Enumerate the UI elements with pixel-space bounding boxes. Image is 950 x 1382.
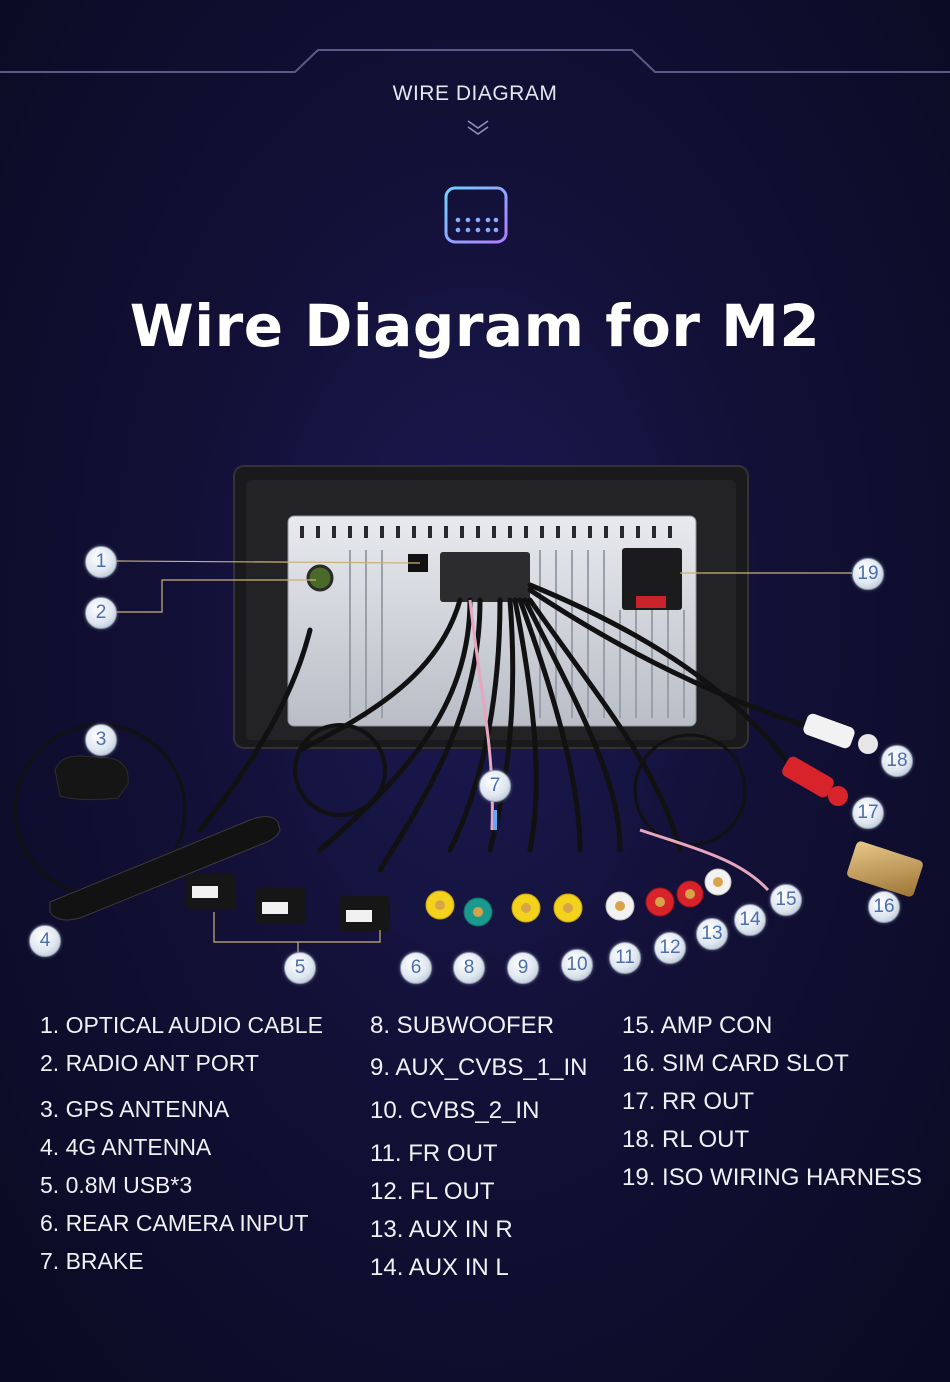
double-chevron-down-icon [467,120,489,135]
callout-3: 3 [85,724,117,756]
legend-item: 3. GPS ANTENNA [40,1096,230,1122]
page-title: Wire Diagram for M2 [129,292,821,360]
head-unit [233,465,749,749]
callout-14: 14 [734,904,766,936]
head-unit-wiring-illustration [13,465,923,954]
legend-column-3: 15. AMP CON 16. SIM CARD SLOT 17. RR OUT… [622,1012,942,1212]
header-divider [0,49,950,73]
callout-12: 12 [654,932,686,964]
callout-2: 2 [85,597,117,629]
usb-connectors [186,874,390,932]
legend-item: 6. REAR CAMERA INPUT [40,1210,309,1236]
legend-item: 1. OPTICAL AUDIO CABLE [40,1012,323,1038]
callout-17: 17 [852,797,884,829]
callout-9: 9 [507,952,539,984]
callout-13: 13 [696,918,728,950]
dotted-panel-icon [444,186,508,244]
callout-10: 10 [561,949,593,981]
legend-item: 12. FL OUT [370,1178,495,1205]
callout-8: 8 [453,952,485,984]
legend-item: 7. BRAKE [40,1248,144,1274]
rca-plugs [425,713,878,927]
legend-item: 5. 0.8M USB*3 [40,1172,193,1198]
legend-column-2: 8. SUBWOOFER 9. AUX_CVBS_1_IN 10. CVBS_2… [370,1012,610,1302]
legend-item: 11. FR OUT [370,1140,498,1167]
legend-item: 17. RR OUT [622,1088,755,1115]
legend-item: 19. ISO WIRING HARNESS [622,1164,923,1191]
callout-18: 18 [881,745,913,777]
callout-19: 19 [852,558,884,590]
callout-15: 15 [770,884,802,916]
callout-16: 16 [868,891,900,923]
legend-item: 15. AMP CON [622,1012,773,1039]
legend-column-1: 1. OPTICAL AUDIO CABLE 2. RADIO ANT PORT… [40,1012,360,1282]
legend-item: 10. CVBS_2_IN [370,1097,540,1124]
section-title: WIRE DIAGRAM [392,82,558,105]
callout-5: 5 [284,952,316,984]
legend-item: 2. RADIO ANT PORT [40,1050,259,1076]
legend-item: 9. AUX_CVBS_1_IN [370,1054,588,1081]
callout-4: 4 [29,925,61,957]
legend-item: 8. SUBWOOFER [370,1012,555,1039]
legend-item: 13. AUX IN R [370,1216,513,1243]
legend-item: 14. AUX IN L [370,1254,509,1281]
callout-7: 7 [479,770,511,802]
callout-1: 1 [85,546,117,578]
callout-6: 6 [400,952,432,984]
legend-item: 16. SIM CARD SLOT [622,1050,849,1077]
legend-item: 18. RL OUT [622,1126,750,1153]
legend-item: 4. 4G ANTENNA [40,1134,212,1160]
callout-11: 11 [609,942,641,974]
